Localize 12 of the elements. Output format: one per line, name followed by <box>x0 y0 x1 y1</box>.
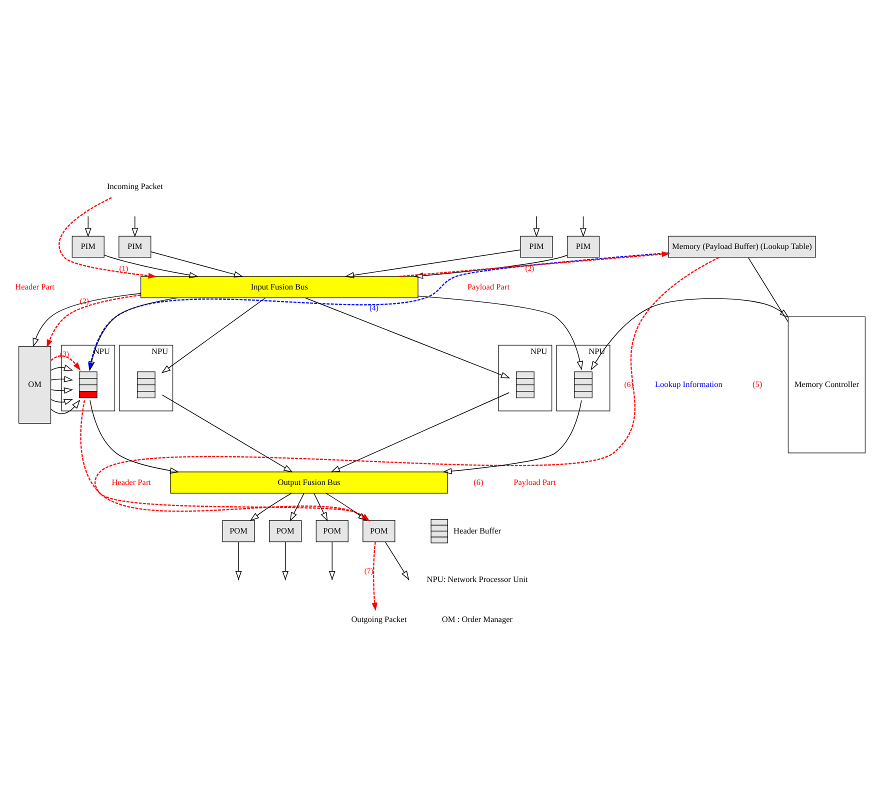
label: Payload Part <box>514 477 556 486</box>
label: OM : Order Manager <box>442 614 513 624</box>
label: Header Part <box>15 282 54 291</box>
label: Header Part <box>112 477 152 486</box>
label: Payload Part <box>467 282 510 291</box>
label: (5) <box>752 380 762 389</box>
label: (6) <box>474 477 484 486</box>
label: NPU: Network Processor Unit <box>426 574 528 584</box>
node-text: Outgoing Packet <box>351 614 407 624</box>
legend-label: Header Buffer <box>454 526 501 535</box>
node-text: Incoming Packet <box>106 182 163 191</box>
label: Lookup Information <box>654 380 722 389</box>
